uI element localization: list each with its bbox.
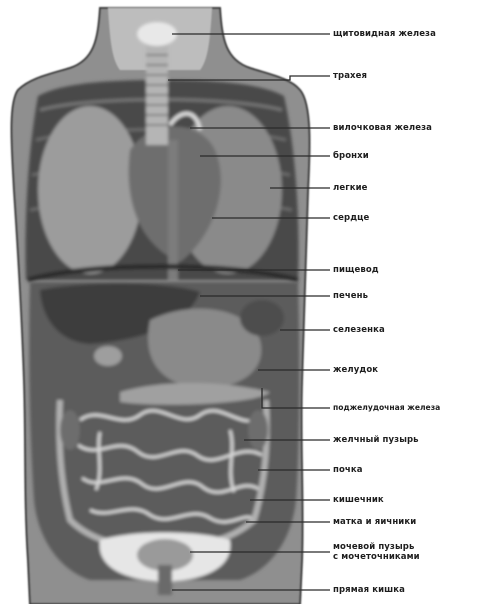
label-spleen: селезенка	[333, 325, 385, 335]
label-esophagus: пищевод	[333, 265, 379, 275]
label-pancreas: поджелудочная железа	[333, 403, 440, 413]
left-lung	[38, 106, 142, 274]
label-heart: сердце	[333, 213, 369, 223]
label-bladder: мочевой пузырь с мочеточниками	[333, 542, 420, 562]
label-gallbladder: желчный пузырь	[333, 435, 419, 445]
label-rectum: прямая кишка	[333, 585, 405, 595]
label-lungs: легкие	[333, 183, 368, 193]
label-thymus: вилочковая железа	[333, 123, 432, 133]
label-thyroid: щитовидная железа	[333, 29, 436, 39]
label-intestine: кишечник	[333, 495, 384, 505]
label-stomach: желудок	[333, 365, 378, 375]
label-ovaries: матка и яичники	[333, 517, 416, 527]
abdominal-cavity	[29, 282, 299, 595]
label-kidney: почка	[333, 465, 363, 475]
label-trachea: трахея	[333, 71, 367, 81]
thyroid-shape	[137, 22, 177, 46]
chest-cavity	[26, 22, 299, 280]
label-liver: печень	[333, 291, 368, 301]
label-bronchi: бронхи	[333, 151, 369, 161]
